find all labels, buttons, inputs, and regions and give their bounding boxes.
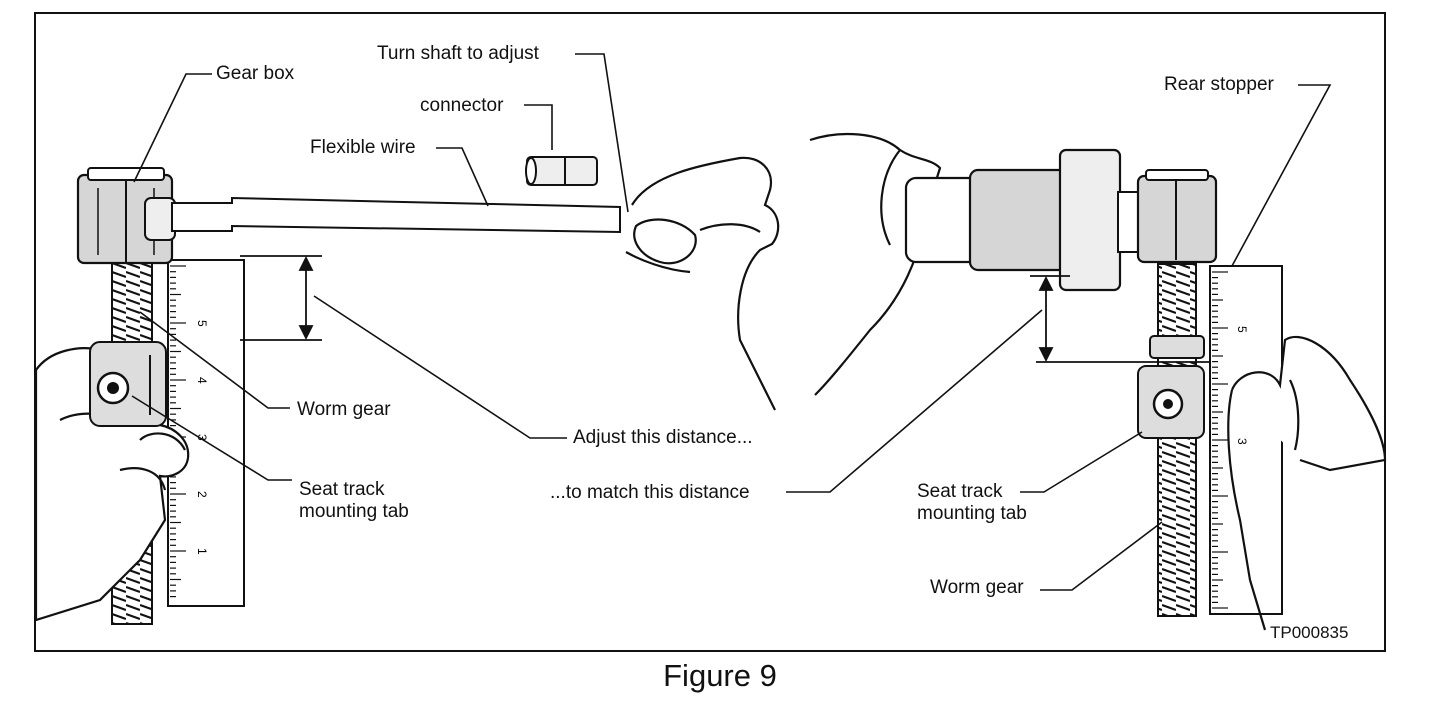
turning-hand bbox=[625, 156, 780, 411]
gear-box-label: Gear box bbox=[216, 63, 295, 84]
right-worm-gear bbox=[1157, 263, 1197, 617]
motor bbox=[904, 148, 1218, 292]
seat-track-left-label-2: mounting tab bbox=[299, 501, 409, 522]
seat-track-left-label-1: Seat track bbox=[299, 479, 385, 500]
worm-gear-left-label: Worm gear bbox=[297, 399, 391, 420]
ruler-number: 4 bbox=[195, 377, 209, 384]
rear-stopper-label: Rear stopper bbox=[1164, 74, 1274, 95]
left-mounting-tab bbox=[89, 341, 167, 427]
adjust-distance-label: Adjust this distance... bbox=[573, 427, 753, 448]
seat-track-right-label-2: mounting tab bbox=[917, 503, 1027, 524]
flexible-wire-label: Flexible wire bbox=[310, 137, 416, 158]
right-hand bbox=[1227, 335, 1387, 631]
left-ruler: 5 4 3 2 1 bbox=[167, 259, 245, 607]
ruler-number: 3 bbox=[1235, 438, 1249, 445]
figure-caption: Figure 9 bbox=[663, 658, 777, 693]
connector-label: connector bbox=[420, 95, 504, 116]
right-dimension-arrow bbox=[1030, 275, 1210, 363]
ruler-number: 1 bbox=[195, 548, 209, 555]
turn-shaft-label: Turn shaft to adjust bbox=[377, 43, 539, 64]
right-mounting-tab bbox=[1137, 365, 1205, 439]
figure-frame bbox=[34, 12, 1386, 652]
leader-lines bbox=[131, 53, 1332, 591]
ruler-number: 5 bbox=[1235, 326, 1249, 333]
connector bbox=[525, 156, 598, 186]
match-distance-label: ...to match this distance bbox=[550, 482, 750, 503]
ruler-number: 2 bbox=[195, 491, 209, 498]
figure-code: TP000835 bbox=[1270, 623, 1349, 642]
flexible-wire bbox=[171, 196, 621, 234]
seat-track-right-label-1: Seat track bbox=[917, 481, 1003, 502]
right-upper-hand bbox=[809, 132, 942, 396]
worm-gear-right-label: Worm gear bbox=[930, 577, 1024, 598]
gear-box bbox=[76, 167, 176, 265]
ruler-number: 3 bbox=[195, 434, 209, 441]
left-dimension-arrow bbox=[240, 255, 322, 341]
ruler-number: 5 bbox=[195, 320, 209, 327]
rear-stopper bbox=[1149, 335, 1205, 359]
